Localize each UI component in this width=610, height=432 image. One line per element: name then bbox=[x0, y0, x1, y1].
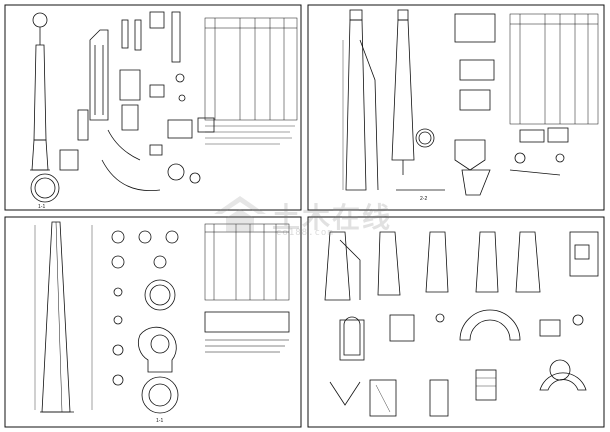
panel-bottom-left: 1-1 bbox=[4, 216, 302, 428]
detail-elevations-tl bbox=[59, 11, 215, 192]
section-label-bl: 1-1 bbox=[156, 418, 163, 424]
pipe-sections-bl: 1-1 bbox=[111, 230, 179, 424]
chimney-elevation-tr bbox=[342, 9, 445, 191]
material-table-tr bbox=[509, 13, 599, 125]
panel-top-right: 2-2 bbox=[307, 4, 605, 211]
chimney-elevation-bl bbox=[34, 221, 93, 413]
section-label-tl: 1-1 bbox=[38, 204, 45, 210]
watermark-logo-icon bbox=[214, 196, 266, 232]
watermark-subtext: co188.com bbox=[276, 228, 334, 238]
detail-sections-tr: 2-2 bbox=[420, 13, 569, 202]
node-details-br-row2 bbox=[339, 309, 584, 361]
watermark-text: 土木在线 bbox=[272, 201, 393, 234]
material-table-bl bbox=[204, 223, 290, 353]
section-label-tr: 2-2 bbox=[420, 196, 427, 202]
chimney-elevation-left: 1-1 bbox=[30, 12, 60, 210]
node-details-br-row1 bbox=[324, 231, 599, 301]
panel-bottom-right bbox=[307, 216, 605, 428]
material-table-tl bbox=[204, 17, 298, 121]
notes-text-tl bbox=[205, 125, 295, 145]
panel-top-left: 1-1 bbox=[4, 4, 302, 211]
node-details-br-row3 bbox=[329, 359, 587, 417]
